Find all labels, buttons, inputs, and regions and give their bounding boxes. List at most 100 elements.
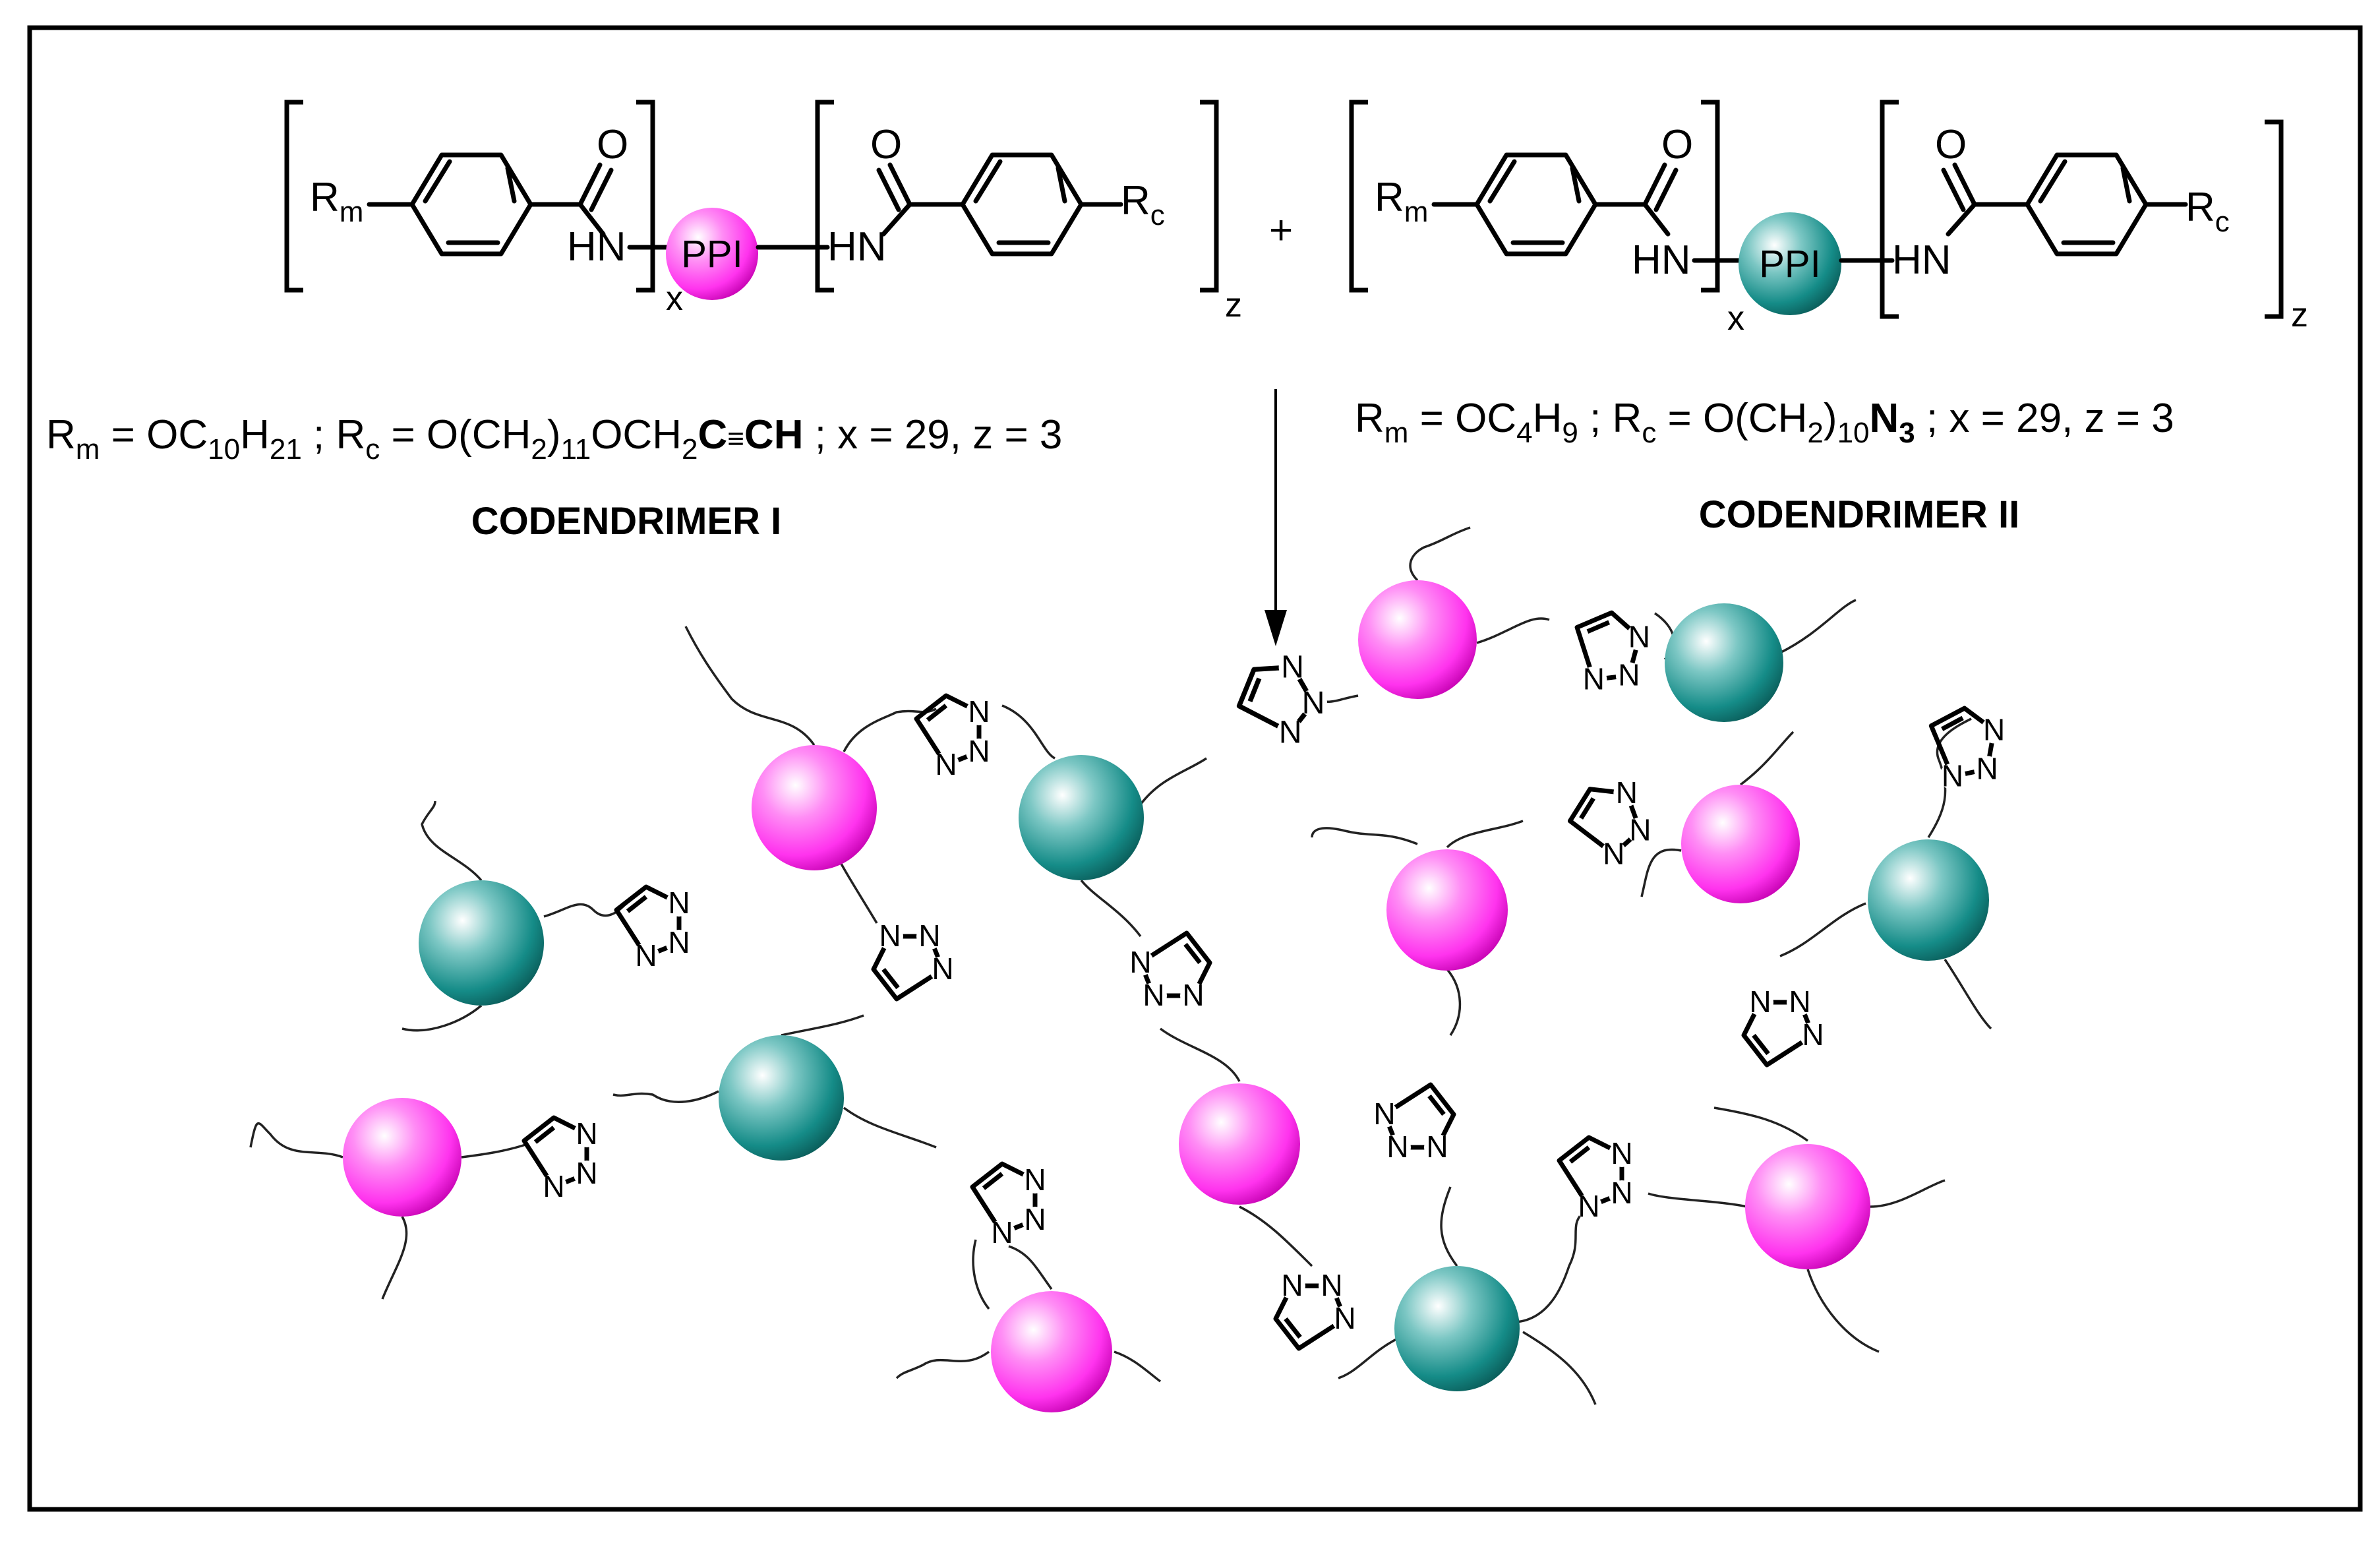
- plus-sign: +: [1269, 208, 1293, 253]
- figure-frame: [27, 25, 2363, 1512]
- ppi-sphere-teal: [719, 1035, 844, 1161]
- nitrogen-label: N: [635, 938, 657, 973]
- nitrogen-label: N: [1618, 657, 1640, 692]
- triazole-ring: NNN: [1928, 706, 2008, 793]
- codendrimer-1-formula: Rm = OC10H21 ; Rc = O(CH2)11OCH2C≡CH ; x…: [46, 412, 1062, 466]
- carbonyl-bond: [1941, 167, 1966, 212]
- subscript-z: z: [1225, 286, 1242, 324]
- nitrogen-label: N: [1611, 1136, 1632, 1170]
- alkyl-chain: [895, 1350, 990, 1379]
- alkyl-chain: [1440, 1186, 1458, 1267]
- nitrogen-label: N: [1386, 1130, 1408, 1164]
- nitrogen-label: N: [879, 919, 901, 953]
- alkyl-chain: [1779, 902, 1866, 957]
- ppi-sphere-teal: [1394, 1266, 1520, 1391]
- alkyl-chain: [1640, 848, 1682, 897]
- alkyl-chain: [1114, 1350, 1162, 1383]
- ppi-sphere-teal: [1019, 755, 1144, 880]
- reaction-arrow: [1264, 389, 1287, 646]
- hn-label: HN: [567, 224, 626, 270]
- ppi-sphere-teal: [419, 880, 544, 1006]
- carbonyl-bond: [1642, 162, 1667, 207]
- bracket-left-2: [1880, 100, 1899, 319]
- benzene-ring: [960, 152, 1084, 257]
- nitrogen-label: N: [932, 952, 953, 986]
- nitrogen-label: N: [1749, 984, 1771, 1019]
- nitrogen-label: N: [1583, 662, 1605, 696]
- bond: [1642, 202, 1671, 237]
- nitrogen-label: N: [935, 747, 957, 781]
- benzene-ring: [409, 152, 533, 257]
- codendrimer-1-name: CODENDRIMER I: [471, 500, 781, 543]
- alkyl-chain: [781, 1014, 864, 1037]
- hn-label: HN: [827, 224, 887, 270]
- carbonyl-bond: [876, 167, 901, 212]
- triazole-ring: NNN: [1236, 649, 1328, 750]
- alkyl-chain: [612, 1090, 719, 1103]
- nitrogen-label: N: [543, 1169, 564, 1203]
- nitrogen-label: N: [1024, 1163, 1046, 1197]
- benzene-ring: [1474, 152, 1598, 257]
- ppi-sphere-magenta: [1358, 580, 1477, 699]
- oxygen-label: O: [870, 122, 902, 167]
- nitrogen-label: N: [1279, 714, 1302, 750]
- carbonyl-bond: [1952, 162, 1977, 207]
- ppi-sphere-magenta: [1386, 849, 1508, 971]
- nitrogen-label: N: [1977, 751, 1998, 785]
- nitrogen-label: N: [1628, 619, 1650, 653]
- nitrogen-label: N: [1129, 945, 1151, 979]
- triazole-ring: NNN: [1127, 930, 1212, 1012]
- triazole-ring: NNN: [614, 884, 692, 973]
- nitrogen-label: N: [576, 1116, 597, 1151]
- ppi-sphere-teal: [1665, 603, 1783, 722]
- codendrimer-2-formula: Rm = OC4H9 ; Rc = O(CH2)10N3 ; x = 29, z…: [1355, 396, 2174, 449]
- nitrogen-label: N: [1373, 1097, 1395, 1131]
- rc-label: Rc: [2186, 185, 2230, 238]
- nitrogen-label: N: [1143, 978, 1164, 1012]
- alkyl-chain: [1139, 757, 1207, 806]
- alkyl-chain: [1648, 1192, 1748, 1208]
- alkyl-chain: [1927, 717, 1972, 838]
- alkyl-chain: [249, 1122, 343, 1159]
- nitrogen-label: N: [1281, 1268, 1303, 1302]
- alkyl-chain: [1446, 968, 1462, 1036]
- triazole-ring: NNN: [1574, 610, 1653, 696]
- alkyl-chain: [543, 902, 628, 918]
- bracket-left: [1349, 100, 1368, 293]
- nitrogen-label: N: [1942, 759, 1963, 793]
- alkyl-chain: [1159, 1027, 1241, 1082]
- bond: [578, 202, 606, 237]
- nitrogen-label: N: [576, 1156, 597, 1190]
- alkyl-chain: [402, 1004, 483, 1032]
- alkyl-chain: [843, 1106, 937, 1149]
- alkyl-chain: [1739, 731, 1795, 786]
- nitrogen-label: N: [1603, 836, 1624, 870]
- alkyl-chain: [1713, 1106, 1809, 1142]
- subscript-z: z: [2291, 296, 2308, 334]
- nitrogen-label: N: [968, 694, 990, 729]
- bracket-inner-right: [1701, 100, 1720, 293]
- bracket-inner-right: [636, 100, 655, 293]
- bracket-left: [284, 100, 303, 293]
- ppi-label: PPI: [681, 233, 743, 276]
- ppi-sphere-magenta: [752, 745, 877, 870]
- codendrimer-2-structure: x Rm O HN PPI HN O Rc: [1349, 100, 2308, 338]
- bracket-right-2: [2265, 119, 2284, 319]
- ppi-sphere-magenta: [1745, 1144, 1870, 1269]
- alkyl-chain: [1001, 704, 1056, 760]
- alkyl-chain: [1476, 617, 1550, 644]
- alkyl-chain: [1311, 827, 1418, 845]
- bracket-left-2: [815, 100, 834, 293]
- nitrogen-label: N: [1789, 984, 1810, 1019]
- ppi-sphere-magenta: [1179, 1083, 1300, 1205]
- nitrogen-label: N: [1024, 1202, 1046, 1236]
- network-spheres: [343, 580, 1989, 1412]
- carbonyl-bond: [589, 167, 614, 212]
- rm-label: Rm: [1375, 175, 1428, 228]
- rc-label: Rc: [1121, 178, 1165, 231]
- nitrogen-label: N: [1321, 1268, 1342, 1302]
- carbonyl-bond: [578, 162, 603, 207]
